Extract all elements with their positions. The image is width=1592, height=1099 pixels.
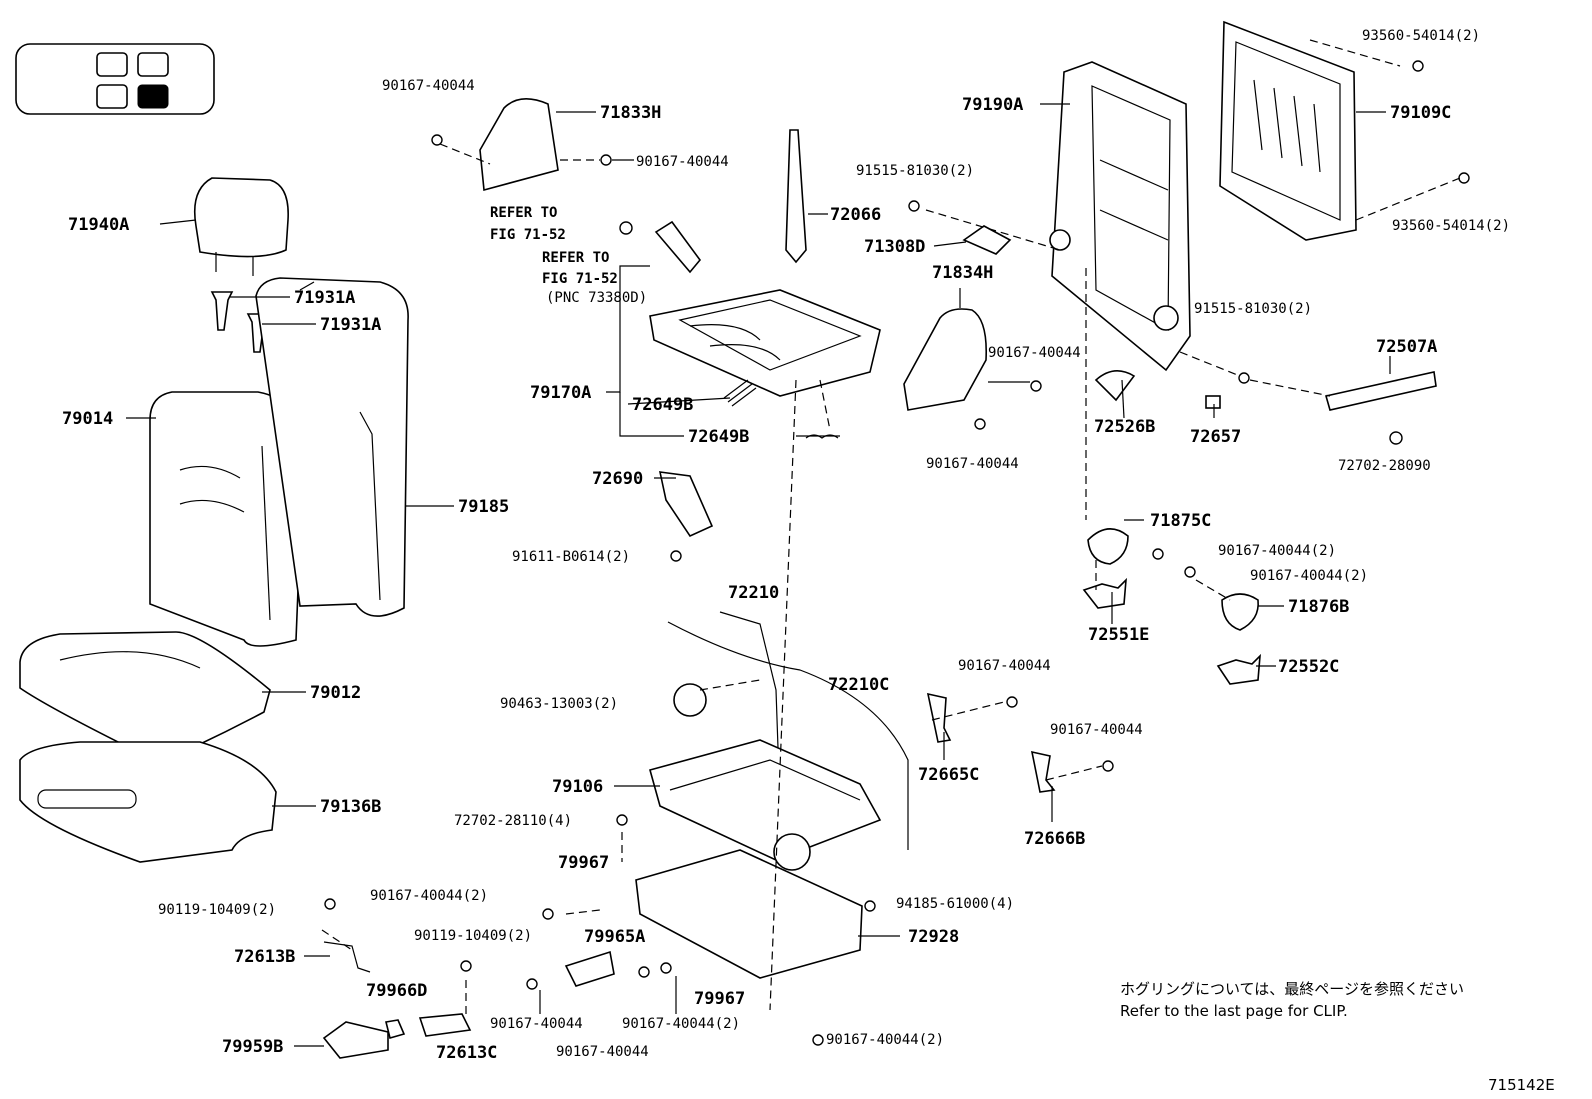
adjuster-handle — [658, 471, 714, 538]
cushion-frame — [649, 289, 881, 397]
label-72613C: 72613C — [436, 1043, 497, 1063]
label-72507A: 72507A — [1376, 337, 1437, 357]
label-72210: 72210 — [728, 583, 779, 603]
label-90119-2: 90119-10409(2) — [414, 928, 532, 944]
label-90167-m2: 90167-40044 — [1050, 722, 1143, 738]
label-72649B-1: 72649B — [632, 395, 693, 415]
back-panel — [1219, 20, 1357, 241]
cable-clamp — [673, 683, 707, 717]
recliner-cover-upper — [479, 98, 559, 192]
assembly-dash-lines — [321, 39, 1461, 1016]
label-72210C: 72210C — [828, 675, 889, 695]
label-72690: 72690 — [592, 469, 643, 489]
label-72551E: 72551E — [1088, 625, 1149, 645]
label-71931A-1: 71931A — [294, 288, 355, 308]
label-71834H: 71834H — [932, 263, 993, 283]
note-english: Refer to the last page for CLIP. — [1120, 1002, 1348, 1020]
label-79190A: 79190A — [962, 95, 1023, 115]
label-71875C: 71875C — [1150, 511, 1211, 531]
seatback-frame — [1049, 61, 1191, 372]
seat-belt-buckle — [654, 220, 702, 274]
label-79967-2: 79967 — [694, 989, 745, 1009]
recliner-cover-lower — [903, 308, 988, 411]
label-71876B: 71876B — [1288, 597, 1349, 617]
label-71931A-2: 71931A — [320, 315, 381, 335]
label-90167-b4: 90167-40044(2) — [826, 1032, 944, 1048]
clip-note: ホグリングについては、最終ページを参照ください Refer to the las… — [1120, 980, 1464, 1020]
label-91515-1: 91515-81030(2) — [856, 163, 974, 179]
label-90167-c1: 90167-40044 — [988, 345, 1081, 361]
label-93560-2: 93560-54014(2) — [1392, 218, 1510, 234]
seat-position-indicator — [15, 43, 215, 115]
label-72649B-2: 72649B — [688, 427, 749, 447]
label-79106: 79106 — [552, 777, 603, 797]
label-71833H: 71833H — [600, 103, 661, 123]
label-72066: 72066 — [830, 205, 881, 225]
label-90167-tl: 90167-40044 — [382, 78, 475, 94]
label-71308D: 71308D — [864, 237, 925, 257]
label-79014: 79014 — [62, 409, 113, 429]
label-79136B: 79136B — [320, 797, 381, 817]
label-79012: 79012 — [310, 683, 361, 703]
seat-base — [635, 849, 863, 979]
lever-knob — [1094, 370, 1136, 402]
label-79170A: 79170A — [530, 383, 591, 403]
label-refer-1a: REFER TO — [490, 205, 557, 221]
label-90463: 90463-13003(2) — [500, 696, 618, 712]
label-90167-b1: 90167-40044 — [490, 1016, 583, 1032]
label-90167-c2: 90167-40044 — [926, 456, 1019, 472]
cable-assembly — [667, 611, 909, 850]
seat-riser — [649, 739, 882, 871]
label-72613B: 72613B — [234, 947, 295, 967]
note-japanese: ホグリングについては、最終ページを参照ください — [1120, 980, 1464, 998]
label-71940A: 71940A — [68, 215, 129, 235]
part-labels: 71940A 71931A 71931A 79014 79185 79012 7… — [62, 28, 1510, 1063]
label-90167-r1: 90167-40044(2) — [1218, 543, 1336, 559]
leader-lines — [126, 103, 1391, 1047]
bolts — [324, 60, 1470, 1046]
label-90167-t2: 90167-40044 — [636, 154, 729, 170]
figure-code: 715142E — [1488, 1076, 1555, 1094]
label-91515-2: 91515-81030(2) — [1194, 301, 1312, 317]
label-72702-28110: 72702-28110(4) — [454, 813, 572, 829]
label-79109C: 79109C — [1390, 103, 1451, 123]
label-refer-2b: FIG 71-52 — [542, 271, 618, 287]
label-79185: 79185 — [458, 497, 509, 517]
right-small-parts — [1082, 528, 1261, 685]
label-79966D: 79966D — [366, 981, 427, 1001]
lower-small-parts — [322, 941, 615, 1059]
small-clip — [1205, 395, 1221, 409]
label-72666B: 72666B — [1024, 829, 1085, 849]
label-79965A: 79965A — [584, 927, 645, 947]
label-94185: 94185-61000(4) — [896, 896, 1014, 912]
label-72928: 72928 — [908, 927, 959, 947]
label-pnc: (PNC 73380D) — [546, 290, 647, 306]
label-72702-28090: 72702-28090 — [1338, 458, 1431, 474]
seat-cushion-cover — [19, 631, 271, 749]
label-79967-1: 79967 — [558, 853, 609, 873]
release-lever — [1324, 371, 1437, 411]
label-93560-1: 93560-54014(2) — [1362, 28, 1480, 44]
label-72657: 72657 — [1190, 427, 1241, 447]
label-91611: 91611-B0614(2) — [512, 549, 630, 565]
label-90167-b2: 90167-40044(2) — [622, 1016, 740, 1032]
label-79959B: 79959B — [222, 1037, 283, 1057]
seat-cushion-pad — [19, 741, 277, 863]
label-refer-2a: REFER TO — [542, 250, 609, 266]
label-90167-b3: 90167-40044 — [556, 1044, 649, 1060]
bracket-72666B — [1030, 750, 1056, 793]
label-90167-r2: 90167-40044(2) — [1250, 568, 1368, 584]
label-refer-1b: FIG 71-52 — [490, 227, 566, 243]
label-72552C: 72552C — [1278, 657, 1339, 677]
label-90119-1: 90119-10409(2) — [158, 902, 276, 918]
label-72526B: 72526B — [1094, 417, 1155, 437]
seatback-pad — [255, 277, 409, 617]
label-90167-2a: 90167-40044(2) — [370, 888, 488, 904]
label-90167-m1: 90167-40044 — [958, 658, 1051, 674]
label-72665C: 72665C — [918, 765, 979, 785]
strap — [785, 129, 807, 264]
headrest — [193, 177, 289, 276]
bracket — [962, 225, 1012, 255]
